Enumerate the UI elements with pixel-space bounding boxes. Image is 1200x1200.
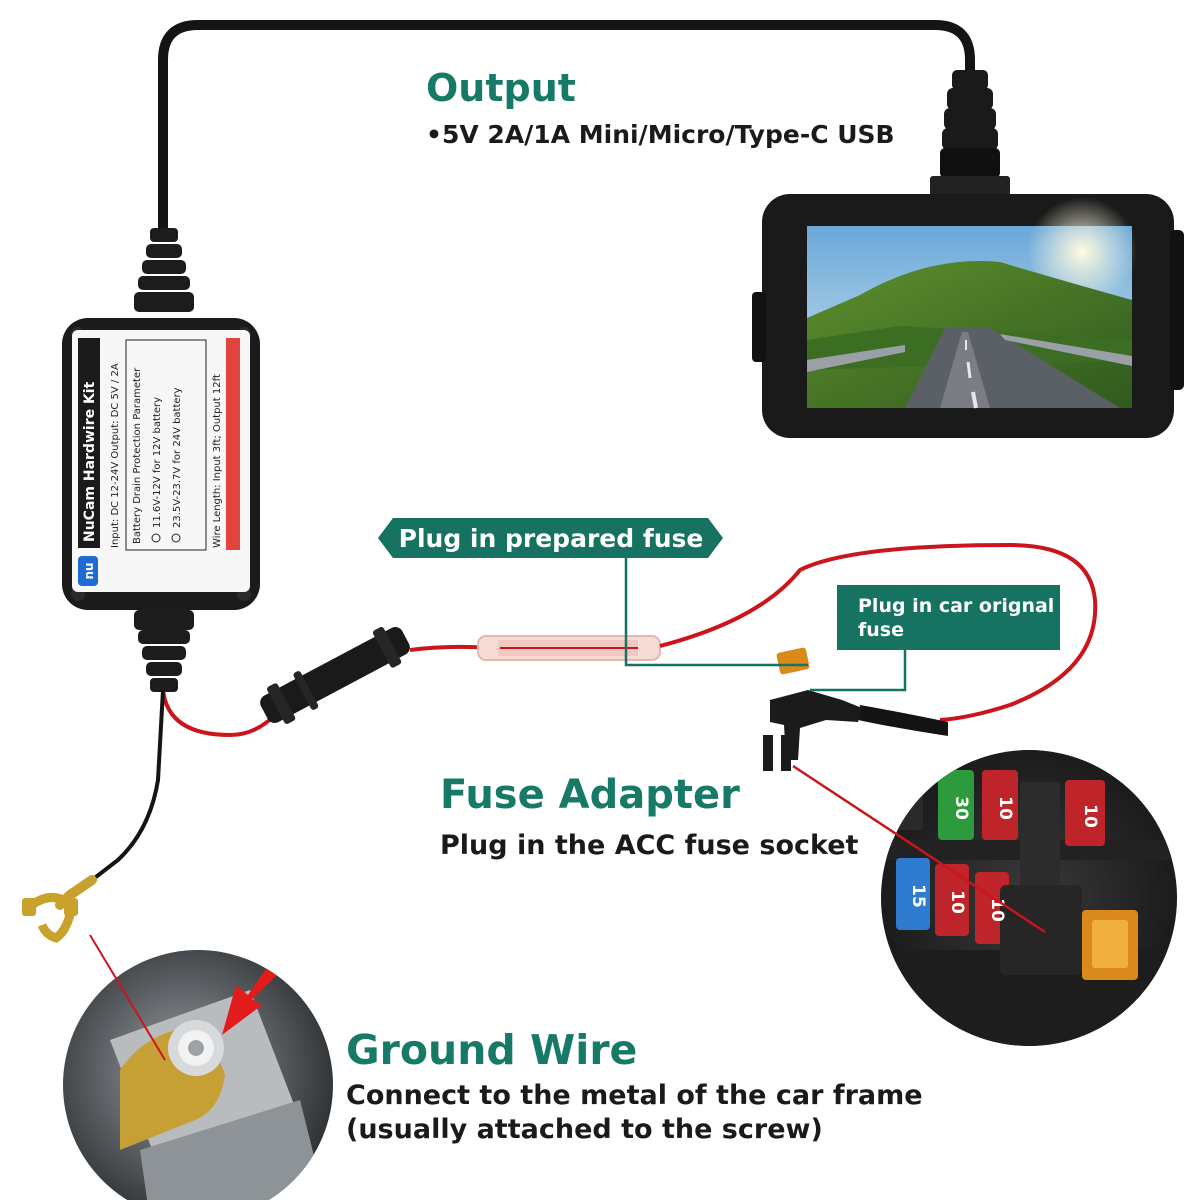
fuse-label-15: 15: [908, 884, 928, 908]
fuse-adapter-subtitle: Plug in the ACC fuse socket: [440, 830, 859, 861]
cable-strain-relief-bottom: [134, 610, 194, 692]
prepared-fuse-callout: [378, 518, 808, 667]
dashcam-screen: [807, 197, 1137, 409]
ground-black-wire: [90, 689, 165, 882]
car-fuse-text-line1: Plug in car orignal: [858, 595, 1054, 617]
dashcam: [752, 194, 1184, 438]
ground-wire-line2: (usually attached to the screw): [346, 1114, 823, 1145]
fuse-label-30: 30: [951, 796, 971, 820]
line-12v: 11.6V-12V for 12V battery: [152, 397, 163, 528]
hardwire-box-label: nu NuCam Hardwire Kit Input: DC 12-24V O…: [78, 338, 240, 586]
product-name: NuCam Hardwire Kit: [82, 381, 98, 542]
line-24v: 23.5V-23.7V for 24V battery: [172, 387, 183, 528]
cable-strain-relief-top: [134, 228, 194, 312]
prepared-glass-fuse: [477, 635, 661, 661]
fuse-tap-red-wire: [659, 542, 1098, 722]
brand-logo-badge: [78, 556, 98, 586]
ground-wire-title: Ground Wire: [346, 1026, 638, 1074]
hardwire-box: [62, 318, 260, 610]
car-fuse-callout: [810, 585, 1060, 692]
inline-fuse-holder: [260, 626, 410, 724]
acc-red-wire: [161, 689, 277, 738]
fuse-label-10b: 10: [1080, 804, 1100, 828]
warning-strip: [226, 338, 240, 550]
fuse-label-10a: 10: [995, 796, 1015, 820]
adapter-pointer-line: [792, 764, 1046, 934]
fuse-tap-adapter: [763, 647, 948, 771]
ground-closeup: [63, 950, 333, 1200]
fuse-label-10c: 10: [947, 890, 967, 914]
output-spec: •5V 2A/1A Mini/Micro/Type-C USB: [426, 120, 895, 149]
usb-plug: [930, 70, 1010, 196]
fuse-panel-closeup: 30 10 10 15 10 10: [881, 750, 1177, 1046]
ground-ring-terminal: [22, 875, 97, 943]
car-fuse-text: Plug in car orignal fuse: [858, 595, 1061, 641]
ground-wire-line1: Connect to the metal of the car frame: [346, 1080, 923, 1111]
drain-protection-title: Battery Drain Protection Parameter: [132, 367, 143, 544]
fuse-adapter-title: Fuse Adapter: [440, 772, 740, 818]
brand-logo: nu: [82, 562, 96, 579]
ground-pointer-line: [89, 934, 166, 1061]
wire-length-line: Wire Length: Input 3ft; Output 12ft: [212, 374, 223, 548]
prepared-fuse-text: Plug in prepared fuse: [399, 524, 704, 553]
car-fuse-text-line2: fuse: [858, 619, 904, 641]
ratings-line: Input: DC 12-24V Output: DC 5V / 2A: [110, 363, 121, 548]
output-title: Output: [426, 66, 576, 110]
usb-output-cable: [158, 20, 975, 240]
